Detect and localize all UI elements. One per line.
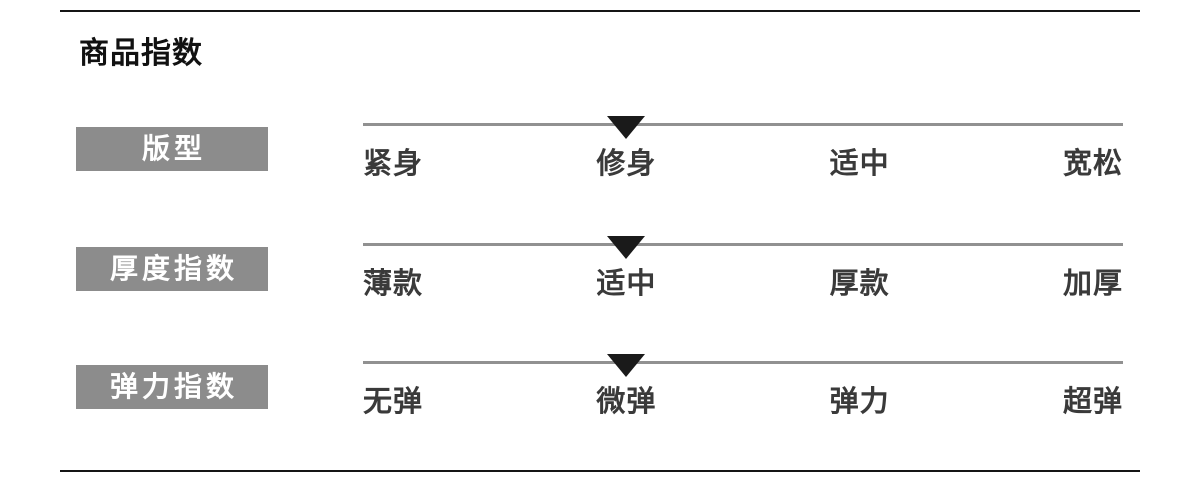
index-row-fit: 版型 紧身 修身 适中 宽松 (0, 116, 1200, 223)
scale-option: 薄款 (363, 268, 424, 300)
index-row-stretch: 弹力指数 无弹 微弹 弹力 超弹 (0, 354, 1200, 461)
scale-options: 无弹 微弹 弹力 超弹 (363, 388, 1123, 417)
scale-option: 超弹 (1062, 386, 1123, 418)
bottom-divider (60, 470, 1140, 472)
section-title: 商品指数 (79, 37, 203, 70)
fit-scale: 紧身 修身 适中 宽松 (363, 116, 1123, 179)
thickness-scale: 薄款 适中 厚款 加厚 (363, 236, 1123, 299)
scale-option: 厚款 (829, 268, 890, 300)
scale-option: 宽松 (1062, 148, 1123, 180)
scale-option: 修身 (596, 148, 657, 180)
scale-line (363, 361, 1123, 364)
scale-line (363, 123, 1123, 126)
scale-options: 紧身 修身 适中 宽松 (363, 150, 1123, 179)
row-label-badge: 弹力指数 (76, 365, 268, 409)
triangle-down-icon (607, 236, 646, 259)
scale-option: 适中 (596, 268, 657, 300)
triangle-down-icon (607, 116, 646, 139)
scale-line (363, 243, 1123, 246)
scale-option: 弹力 (829, 386, 890, 418)
top-divider (60, 10, 1140, 12)
row-label-badge: 厚度指数 (76, 247, 268, 291)
row-label-badge: 版型 (76, 127, 268, 171)
stretch-scale: 无弹 微弹 弹力 超弹 (363, 354, 1123, 417)
scale-option: 微弹 (596, 386, 657, 418)
scale-options: 薄款 适中 厚款 加厚 (363, 270, 1123, 299)
scale-option: 紧身 (363, 148, 424, 180)
scale-option: 加厚 (1062, 268, 1123, 300)
triangle-down-icon (607, 354, 646, 377)
scale-option: 无弹 (363, 386, 424, 418)
scale-option: 适中 (829, 148, 890, 180)
index-row-thickness: 厚度指数 薄款 适中 厚款 加厚 (0, 236, 1200, 343)
